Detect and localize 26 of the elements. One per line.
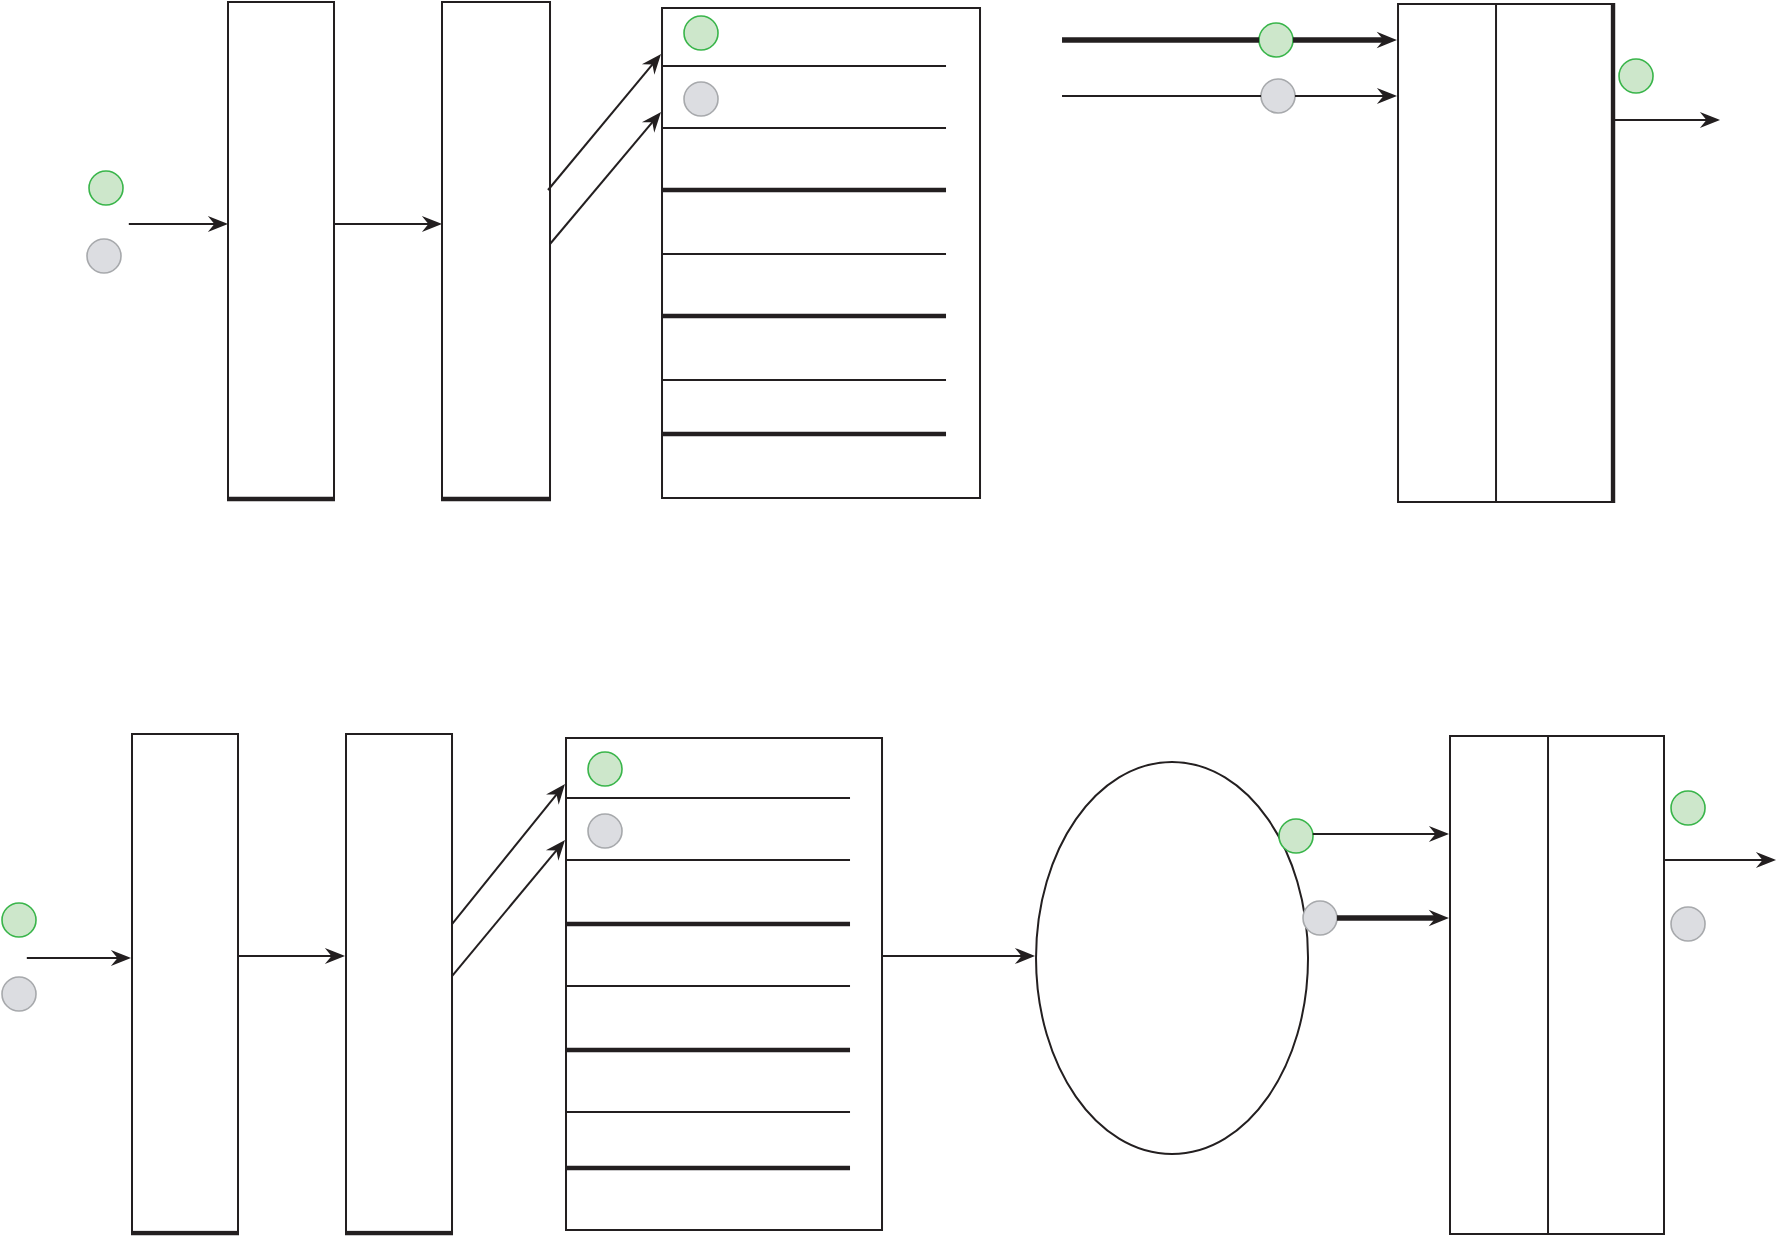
oval [1035, 761, 1310, 1155]
process-box [345, 733, 453, 1236]
token-dot [683, 15, 719, 51]
line [1061, 95, 1262, 97]
process-box [131, 733, 239, 1236]
token-dot [88, 170, 124, 206]
token-dot [1, 976, 37, 1012]
list-box [661, 7, 981, 499]
token-dot [1670, 790, 1706, 826]
split-box [1449, 735, 1666, 1235]
token-dot [1670, 906, 1706, 942]
token-dot [1, 902, 37, 938]
token-dot [683, 81, 719, 117]
process-box [441, 1, 551, 502]
line [1062, 37, 1259, 43]
token-dot [86, 238, 122, 274]
token-dot [1302, 900, 1338, 936]
token-dot [1260, 78, 1296, 114]
token-dot [587, 813, 623, 849]
token-dot [1258, 22, 1294, 58]
token-dot [1618, 58, 1654, 94]
token-dot [587, 751, 623, 787]
list-box [565, 737, 883, 1231]
token-dot [1278, 818, 1314, 854]
process-box [227, 1, 335, 502]
split-box [1397, 3, 1616, 503]
